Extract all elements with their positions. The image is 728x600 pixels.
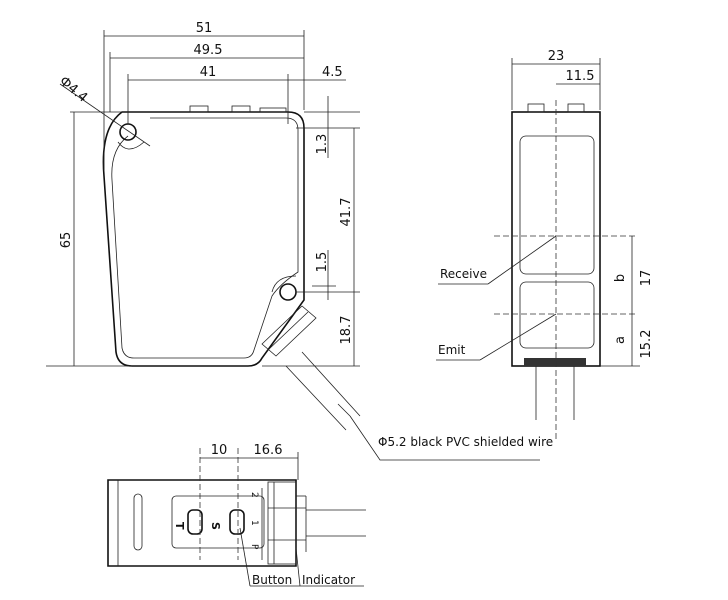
mark-1: 1 [249, 520, 259, 526]
indicator-leader [295, 547, 301, 587]
front-cable-edge-2 [301, 351, 361, 417]
front-top-bump-2 [231, 105, 251, 113]
front-body-outline [102, 111, 305, 367]
bottom-connector [267, 481, 297, 565]
bottom-slot [133, 493, 143, 551]
wire-leader [349, 415, 540, 461]
bottom-view: T S 2 1 P 10 16.6 Button Indicator [107, 443, 366, 587]
bottom-body-outline [107, 479, 297, 567]
dim-top-gap: 1.3 [315, 134, 330, 155]
dim-overall-width: 51 [196, 21, 213, 36]
t-mark: T [173, 522, 186, 530]
front-cable-break [337, 403, 351, 417]
dim-side-half: 11.5 [566, 69, 595, 84]
cable-gland [261, 305, 317, 357]
front-view: 51 49.5 41 4.5 Ф4.4 65 1.3 41.7 1.5 18.7 [46, 21, 361, 431]
dim-hole-spacing: 41 [200, 65, 217, 80]
dim-hole-vertical: 41.7 [339, 198, 354, 227]
dim-b-value: 17 [639, 270, 654, 287]
front-mount-hole-top [119, 123, 137, 141]
hole-leader [59, 83, 151, 147]
side-top-bump-1 [527, 103, 545, 113]
dim-bottom-left: 10 [211, 443, 228, 458]
front-hole-boss-bottom [271, 275, 297, 293]
dim-a-value: 15.2 [639, 330, 654, 359]
s-mark: S [209, 522, 222, 530]
t-button-icon [187, 509, 203, 535]
emit-label: Emit [438, 343, 466, 357]
dim-offset-right: 4.5 [322, 65, 343, 80]
side-view: b 17 a 15.2 23 11.5 Receive Emit [436, 49, 654, 440]
bottom-control-panel [171, 495, 265, 549]
side-receive-window [519, 135, 595, 275]
front-hole-boss-top [117, 141, 145, 150]
button-leader [239, 527, 251, 587]
dim-small-gap: 1.5 [315, 252, 330, 273]
side-connector-base [524, 358, 586, 366]
mark-2: 2 [249, 492, 259, 498]
dim-b-label: b [613, 274, 628, 282]
s-button-icon [229, 509, 245, 535]
button-label: Button [252, 573, 292, 587]
side-emit-window [519, 281, 595, 349]
front-mount-hole-bottom [279, 283, 297, 301]
front-body-inner [111, 117, 299, 359]
receive-label: Receive [440, 267, 487, 281]
front-top-bump-1 [189, 105, 209, 113]
dim-bottom-offset: 18.7 [339, 316, 354, 345]
dim-bottom-right: 16.6 [254, 443, 283, 458]
receive-leader [487, 235, 557, 285]
mark-p: P [249, 544, 259, 550]
emit-leader [479, 313, 557, 361]
dim-overall-height: 65 [59, 232, 74, 249]
dim-body-width: 49.5 [194, 43, 223, 58]
cable-gland-line [267, 311, 309, 351]
front-cable-edge-1 [285, 365, 347, 431]
indicator-label: Indicator [302, 573, 355, 587]
dim-a-label: a [613, 336, 628, 344]
dim-side-width: 23 [548, 49, 565, 64]
front-top-bump-3 [259, 107, 287, 113]
wire-label: Φ5.2 black PVC shielded wire [378, 435, 553, 449]
side-top-bump-2 [567, 103, 585, 113]
